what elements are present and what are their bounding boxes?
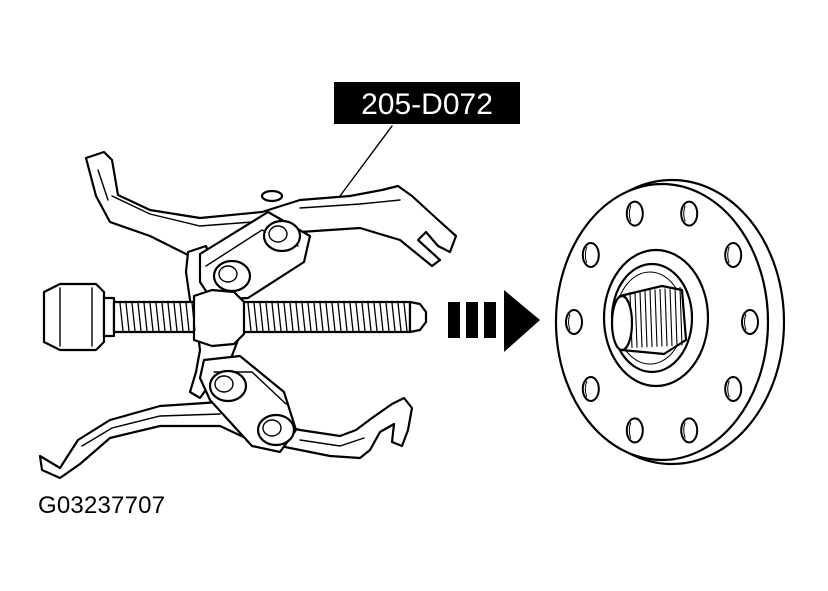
forcing-screw xyxy=(42,282,428,352)
bolt-hole xyxy=(625,417,644,444)
bolt-hole xyxy=(680,200,699,227)
tool-number-badge xyxy=(334,82,520,124)
upper-plate-bolt-2 xyxy=(212,259,252,293)
bolt-hole xyxy=(581,376,600,402)
bolt-hole xyxy=(724,242,743,268)
gear-puller-icon xyxy=(38,150,458,480)
figure-id-label: G03237707 xyxy=(38,492,166,519)
bolt-hole xyxy=(565,309,583,335)
callout-leader-line xyxy=(339,125,393,197)
wheel-hub-flange-icon xyxy=(554,178,786,466)
bolt-hole xyxy=(741,309,759,335)
bolt-hole xyxy=(680,417,699,444)
flange-bolt-holes xyxy=(565,200,759,444)
screw-threads-left xyxy=(119,302,196,332)
bolt-hole xyxy=(581,242,600,268)
upper-plate-bolt-1 xyxy=(262,219,302,253)
tool-callout: 205-D072 xyxy=(334,82,520,197)
screw-threads-right xyxy=(247,302,408,332)
lower-plate-bolt-1 xyxy=(208,369,248,403)
lower-plate-bolt-2 xyxy=(256,413,296,447)
bolt-hole xyxy=(724,376,743,402)
bolt-hole xyxy=(625,200,644,227)
dashed-right-arrow-icon xyxy=(448,290,540,352)
hub-threaded-stub xyxy=(610,284,688,356)
tool-number-label: 205-D072 xyxy=(361,88,493,121)
